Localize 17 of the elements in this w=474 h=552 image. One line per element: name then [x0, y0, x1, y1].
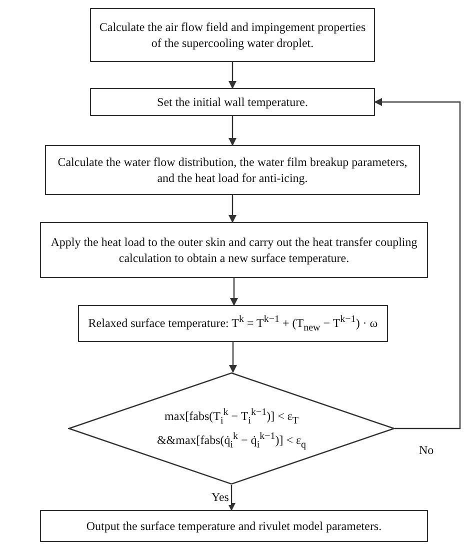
edge-label: Yes [210, 490, 231, 504]
condition-text: max[fabs(T$_{i}$$^{k}$ − T$_{i}$$^{k−1}$)] < ε$_{T}$ [164, 406, 298, 428]
process-box: Output the surface temperature and rivulet model parameters. [40, 510, 428, 542]
process-box: Calculate the water flow distribution, the water film breakup parameters, and the heat load for anti-icing. [45, 145, 420, 195]
process-box: Apply the heat load to the outer skin and carry out the heat transfer coupling calculation to obtain a new surface temperature. [40, 222, 428, 278]
process-box: Relaxed surface temperature: T$^{k}$ = T$^{k−1}$ + (T$_{new}$ − T$^{k−1}$) · ω [78, 305, 388, 342]
process-box: Calculate the air flow field and impingement properties of the supercooling water droplet. [90, 8, 375, 62]
decision-diamond [68, 372, 395, 485]
arrow [228, 485, 236, 511]
arrow [228, 62, 236, 89]
arrow [229, 342, 237, 373]
arrow [374, 98, 461, 430]
arrow [228, 195, 236, 223]
process-box: Set the initial wall temperature. [90, 88, 375, 116]
arrow [228, 116, 236, 146]
arrow [230, 278, 238, 306]
condition-text: &&max[fabs(q̇$_{i}$$^{k}$ − q̇$_{i}$$^{k−1}$)] < ε$_{q}$ [156, 430, 306, 452]
